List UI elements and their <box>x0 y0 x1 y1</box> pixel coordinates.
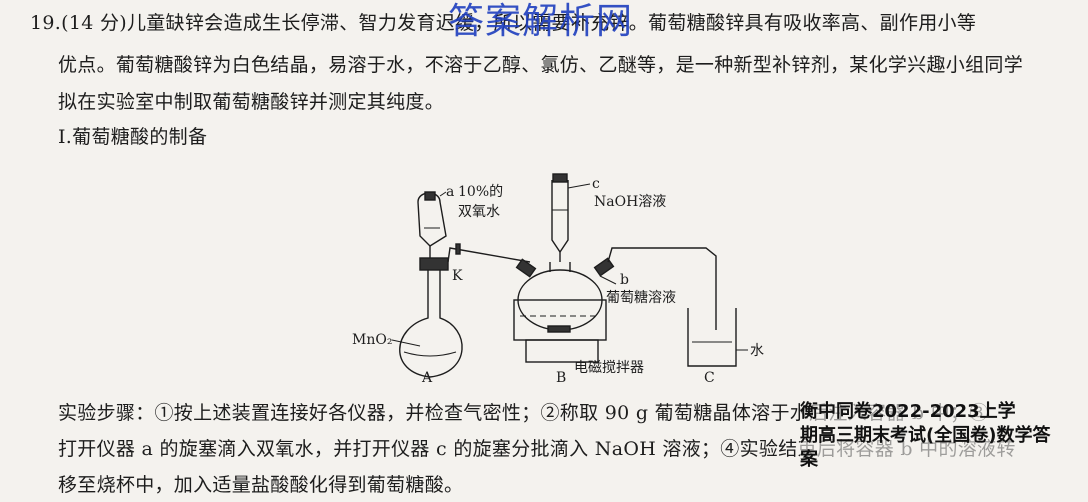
label-a: a <box>446 184 454 200</box>
label-a-reagent-2: 双氧水 <box>458 204 500 220</box>
section-heading: Ⅰ.葡萄糖酸的制备 <box>58 126 208 148</box>
stir-bar <box>547 325 571 333</box>
magnetic-stirrer <box>525 339 599 363</box>
delivery-tube-a-b <box>447 247 531 263</box>
watermark-top: 答案解析网 <box>448 1 634 42</box>
label-naoh: NaOH溶液 <box>594 194 666 210</box>
label-glucose: 葡萄糖溶液 <box>606 290 676 306</box>
label-c-beaker: C <box>704 370 715 386</box>
flask-a-stopper <box>419 257 449 271</box>
label-k: K <box>452 268 463 284</box>
label-a-reagent-1: 10%的 <box>458 184 503 200</box>
mno2-solid <box>403 351 457 357</box>
label-b: b <box>620 272 629 288</box>
dropping-funnel-c <box>551 180 569 254</box>
watermark-br-line-1: 衡中同卷2022-2023上学 <box>800 401 1016 422</box>
label-b-flask: B <box>556 370 566 386</box>
watermark-br-line-2: 期高三期末考试(全国卷)数学答 <box>800 425 1051 446</box>
label-stirrer: 电磁搅拌器 <box>574 360 644 376</box>
question-line-1: 19.(14 分)儿童缺锌会造成生长停滞、智力发育迟缓，所以需要补充锌。葡萄糖酸… <box>30 12 977 34</box>
steps-line-1: 实验步骤：①按上述装置连接好各仪器，并检查气密性；②称取 90 g 葡萄糖晶体溶… <box>58 402 989 424</box>
question-line-2: 优点。葡萄糖酸锌为白色结晶，易溶于水，不溶于乙醇、氯仿、乙醚等，是一种新型补锌剂… <box>58 54 1024 76</box>
label-c: c <box>592 176 600 192</box>
watermark-bottom-right: 衡中同卷2022-2023上学 期高三期末考试(全国卷)数学答 案 <box>800 400 1088 472</box>
label-mno2: MnO₂ <box>352 332 392 348</box>
steps-line-2: 打开仪器 a 的旋塞滴入双氧水，并打开仪器 c 的旋塞分批滴入 NaOH 溶液；… <box>58 438 1016 460</box>
flask-a <box>399 270 463 378</box>
beaker-c <box>687 308 737 367</box>
separatory-funnel-a <box>417 192 447 247</box>
watermark-br-line-3: 案 <box>800 449 818 470</box>
delivery-tube-b-c <box>607 247 717 330</box>
clamp-k <box>455 243 461 255</box>
steps-line-3: 移至烧杯中，加入适量盐酸酸化得到葡萄糖酸。 <box>58 474 464 496</box>
question-line-3: 拟在实验室中制取葡萄糖酸锌并测定其纯度。 <box>58 91 445 113</box>
label-water: 水 <box>750 343 764 359</box>
label-a-flask: A <box>421 370 433 386</box>
